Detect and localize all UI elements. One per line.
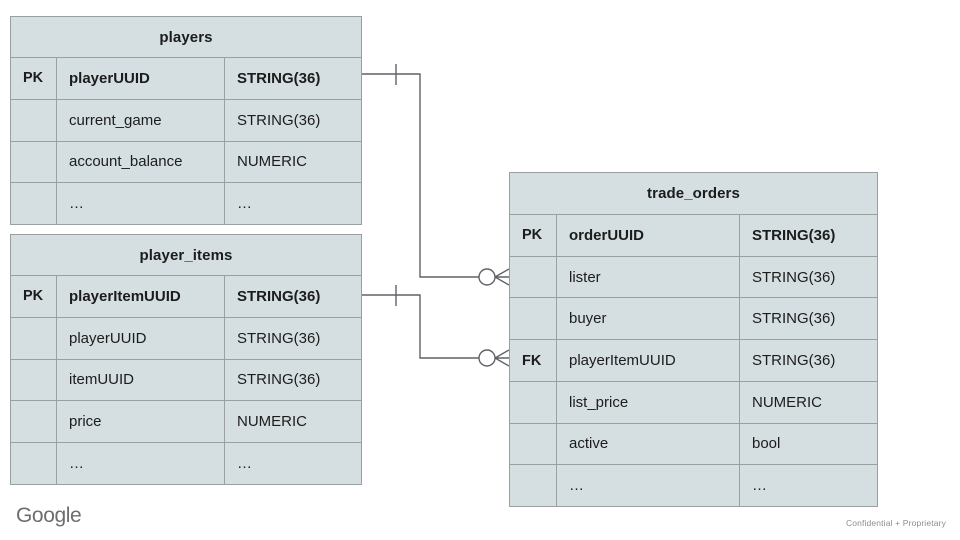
entity-players[interactable]: players PK playerUUID STRING(36) current… — [10, 16, 362, 225]
row-type: STRING(36) — [752, 352, 836, 370]
table-row[interactable]: account_balance NUMERIC — [11, 141, 361, 184]
row-name: current_game — [57, 99, 225, 141]
relationship-player-items-to-trade-orders — [361, 285, 510, 367]
row-key — [510, 381, 557, 423]
table-row[interactable]: PK playerItemUUID STRING(36) — [11, 276, 361, 318]
row-name: … — [57, 443, 225, 484]
row-name: lister — [557, 256, 740, 298]
table-row[interactable]: … … — [11, 443, 361, 484]
row-key: FK — [510, 340, 557, 381]
cardinality-many-crowsfoot-player-items — [494, 349, 510, 367]
row-key — [11, 317, 57, 359]
row-type: STRING(36) — [752, 268, 836, 286]
row-name: playerItemUUID — [57, 276, 225, 317]
cardinality-zero-circle-player-items — [478, 349, 496, 367]
row-key — [510, 465, 557, 507]
row-name: playerItemUUID — [557, 340, 740, 381]
row-type: STRING(36) — [752, 226, 836, 244]
row-type: NUMERIC — [237, 413, 307, 431]
row-name: playerUUID — [57, 317, 225, 359]
entity-title-trade-orders: trade_orders — [510, 173, 877, 215]
row-name: orderUUID — [557, 215, 740, 256]
row-type: … — [752, 477, 767, 495]
row-type: … — [237, 455, 252, 473]
row-type: bool — [752, 435, 781, 453]
table-row[interactable]: itemUUID STRING(36) — [11, 359, 361, 402]
row-name: … — [57, 183, 225, 224]
row-name: buyer — [557, 298, 740, 340]
row-key: PK — [11, 58, 57, 99]
row-type: STRING(36) — [237, 329, 321, 347]
row-name: … — [557, 465, 740, 507]
confidentiality-note: Confidential + Proprietary — [845, 518, 946, 528]
row-type: STRING(36) — [752, 310, 836, 328]
table-row[interactable]: … … — [510, 465, 877, 507]
google-logo: Google — [16, 504, 82, 527]
row-key — [510, 256, 557, 298]
row-key — [11, 183, 57, 224]
row-name: playerUUID — [57, 58, 225, 99]
connector-line-player-items — [361, 294, 479, 359]
table-row[interactable]: … … — [11, 183, 361, 224]
row-type: STRING(36) — [237, 287, 321, 305]
table-row[interactable]: active bool — [510, 423, 877, 466]
row-key: PK — [510, 215, 557, 256]
table-row[interactable]: price NUMERIC — [11, 401, 361, 444]
row-key: PK — [11, 276, 57, 317]
table-row[interactable]: lister STRING(36) — [510, 256, 877, 299]
cardinality-zero-circle-players — [478, 268, 496, 286]
entity-player-items[interactable]: player_items PK playerItemUUID STRING(36… — [10, 234, 362, 485]
row-key — [11, 401, 57, 443]
row-name: itemUUID — [57, 359, 225, 401]
row-name: price — [57, 401, 225, 443]
relationship-players-to-trade-orders — [361, 64, 510, 286]
row-name: account_balance — [57, 141, 225, 183]
row-key — [510, 423, 557, 465]
row-key — [11, 359, 57, 401]
entity-trade-orders[interactable]: trade_orders PK orderUUID STRING(36) lis… — [509, 172, 878, 507]
table-row[interactable]: PK orderUUID STRING(36) — [510, 215, 877, 257]
table-row[interactable]: PK playerUUID STRING(36) — [11, 58, 361, 100]
row-key — [510, 298, 557, 340]
row-type: NUMERIC — [752, 393, 822, 411]
table-row[interactable]: FK playerItemUUID STRING(36) — [510, 340, 877, 382]
row-key — [11, 443, 57, 484]
row-key — [11, 99, 57, 141]
table-row[interactable]: current_game STRING(36) — [11, 99, 361, 142]
row-name: list_price — [557, 381, 740, 423]
table-row[interactable]: buyer STRING(36) — [510, 298, 877, 341]
cardinality-many-crowsfoot-players — [494, 268, 510, 286]
row-type: STRING(36) — [237, 111, 321, 129]
row-type: … — [237, 195, 252, 213]
connector-line-players — [361, 73, 479, 278]
entity-title-player-items: player_items — [11, 235, 361, 276]
row-name: active — [557, 423, 740, 465]
row-type: NUMERIC — [237, 153, 307, 171]
row-type: STRING(36) — [237, 371, 321, 389]
row-type: STRING(36) — [237, 69, 321, 87]
entity-title-players: players — [11, 17, 361, 58]
table-row[interactable]: playerUUID STRING(36) — [11, 317, 361, 360]
row-key — [11, 141, 57, 183]
table-row[interactable]: list_price NUMERIC — [510, 381, 877, 424]
